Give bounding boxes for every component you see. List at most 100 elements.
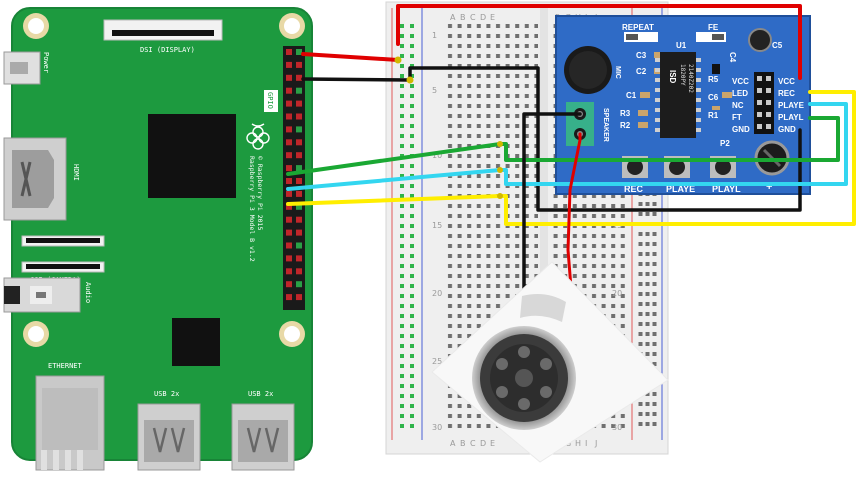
gpio-pin bbox=[286, 255, 292, 262]
mic-label: MIC bbox=[614, 66, 621, 79]
pin-label: GND bbox=[732, 125, 750, 134]
chip-text-3: 2140Z202 bbox=[687, 64, 694, 93]
wire-speaker-black bbox=[522, 112, 582, 302]
gpio-pin bbox=[286, 294, 292, 301]
gpio-pin bbox=[286, 113, 292, 120]
gpio-pin bbox=[296, 190, 302, 197]
wire-vcc-red bbox=[301, 4, 802, 80]
pin-label: LED bbox=[732, 89, 748, 98]
gpio-pin bbox=[286, 165, 292, 172]
gpio-pin bbox=[286, 49, 292, 55]
gpio-pin bbox=[296, 49, 302, 55]
speaker bbox=[431, 261, 669, 463]
row-number: 20 bbox=[432, 289, 442, 298]
usb-controller-chip bbox=[172, 318, 220, 366]
svg-text:R3: R3 bbox=[620, 109, 631, 118]
raspberry-logo-icon bbox=[246, 123, 270, 150]
column-letter: C bbox=[470, 439, 476, 448]
svg-text:U1: U1 bbox=[676, 41, 687, 50]
pin-label: NC bbox=[732, 101, 744, 110]
pin-label: REC bbox=[778, 89, 795, 98]
module-button-label: REC bbox=[624, 184, 644, 194]
soc-chip bbox=[148, 114, 236, 198]
column-letter: D bbox=[480, 13, 486, 22]
gpio-pin bbox=[286, 126, 292, 133]
pin-label: GND bbox=[778, 125, 796, 134]
gpio-pin bbox=[296, 139, 302, 146]
hdmi-label: HDMI bbox=[72, 164, 80, 181]
module-button-label: PLAYL bbox=[712, 184, 741, 194]
gpio-pin bbox=[296, 87, 302, 94]
svg-text:C5: C5 bbox=[772, 41, 783, 50]
svg-text:P2: P2 bbox=[720, 139, 730, 148]
column-letter: C bbox=[470, 13, 476, 22]
module-button-label: PLAYE bbox=[666, 184, 695, 194]
gpio-pin bbox=[286, 190, 292, 197]
pin-header bbox=[754, 72, 774, 134]
gpio-pin bbox=[296, 242, 302, 249]
pin-label: VCC bbox=[732, 77, 749, 86]
audio-label: Audio bbox=[84, 282, 92, 303]
pin-label: VCC bbox=[778, 77, 795, 86]
gpio-pin bbox=[286, 61, 292, 68]
pin-label: FT bbox=[732, 113, 742, 122]
usb-label-2: USB 2x bbox=[248, 390, 273, 398]
gpio-pin bbox=[286, 229, 292, 236]
row-number: 20 bbox=[612, 289, 622, 298]
svg-text:R5: R5 bbox=[708, 75, 719, 84]
raspberry-pi-board: DSI (DISPLAY) Power HDMI Raspberry Pi 3 … bbox=[3, 7, 313, 471]
wire-speaker-red bbox=[566, 132, 582, 302]
chip-text-2: 1820PY bbox=[679, 64, 686, 86]
gpio-pin bbox=[286, 216, 292, 223]
capacitor-c5 bbox=[748, 28, 772, 52]
ethernet-label: ETHERNET bbox=[48, 362, 83, 370]
row-number: 10 bbox=[432, 151, 442, 160]
gpio-pin bbox=[296, 268, 302, 275]
gpio-pin bbox=[296, 165, 302, 172]
row-number: 15 bbox=[432, 221, 442, 230]
usb-label-1: USB 2x bbox=[154, 390, 179, 398]
speaker-label: SPEAKER bbox=[602, 108, 609, 142]
repeat-switch[interactable] bbox=[624, 32, 658, 42]
pin-label: PLAYL bbox=[778, 113, 804, 122]
column-letter: E bbox=[490, 439, 495, 448]
isd1820-module: MIC REPEAT FE C5 C4 C3 C2 C1 R3 R2 U1 IS… bbox=[555, 15, 811, 195]
row-number: 25 bbox=[432, 357, 442, 366]
row-number: 5 bbox=[432, 86, 437, 95]
gpio-pin bbox=[296, 281, 302, 288]
gpio-pin bbox=[296, 100, 302, 107]
column-letter: A bbox=[450, 439, 456, 448]
gpio-pin bbox=[296, 126, 302, 133]
column-letter: E bbox=[490, 13, 495, 22]
gpio-pin bbox=[296, 178, 302, 184]
gpio-pin bbox=[286, 178, 292, 184]
gpio-pin bbox=[296, 113, 302, 120]
gpio-label: GPIO bbox=[266, 92, 274, 109]
gpio-pin bbox=[296, 74, 302, 81]
gpio-pin bbox=[296, 61, 302, 68]
chip-text-1: ISD bbox=[668, 70, 677, 84]
repeat-label: REPEAT bbox=[622, 23, 654, 32]
pin-labels-left: VCC LED NC FT GND bbox=[732, 77, 750, 134]
row-number: 30 bbox=[432, 423, 442, 432]
power-label: Power bbox=[42, 52, 50, 73]
column-letter: J bbox=[594, 439, 597, 448]
gpio-pin bbox=[286, 203, 292, 210]
column-letter: H bbox=[575, 439, 581, 448]
svg-text:C6: C6 bbox=[708, 93, 719, 102]
column-letter: B bbox=[460, 439, 466, 448]
gpio-pin bbox=[296, 229, 302, 236]
gpio-pin bbox=[286, 268, 292, 275]
gpio-pin bbox=[296, 203, 302, 210]
pin-label: PLAYE bbox=[778, 101, 805, 110]
pin-labels-right: VCC REC PLAYE PLAYL GND bbox=[778, 77, 805, 134]
fe-label: FE bbox=[708, 23, 719, 32]
gpio-pin bbox=[296, 152, 302, 159]
dsi-label: DSI (DISPLAY) bbox=[140, 46, 195, 54]
fe-switch[interactable] bbox=[696, 32, 726, 42]
svg-text:R1: R1 bbox=[708, 111, 719, 120]
plus-label: + bbox=[766, 181, 772, 193]
gpio-pin bbox=[296, 255, 302, 262]
gpio-pin bbox=[296, 216, 302, 223]
gpio-pin bbox=[286, 87, 292, 94]
